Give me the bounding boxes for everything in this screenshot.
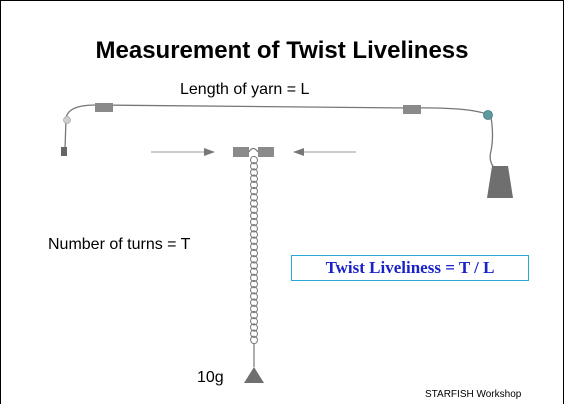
- twist-loop: [250, 236, 258, 245]
- twist-loop: [250, 186, 258, 196]
- twist-loop: [250, 273, 258, 283]
- left-pulley: [63, 116, 71, 124]
- number-of-turns-label: Number of turns = T: [48, 236, 191, 253]
- right-clamp: [403, 105, 421, 114]
- right-pulley: [483, 110, 493, 120]
- twist-loop: [250, 323, 258, 332]
- left-clamp: [95, 103, 113, 112]
- twist-loop: [250, 335, 258, 345]
- center-clamp-right: [258, 147, 274, 157]
- twist-loop: [250, 267, 258, 276]
- left-yarn-end: [64, 118, 67, 150]
- twist-loop: [250, 224, 258, 233]
- twist-loop: [250, 174, 258, 183]
- right-arrow-head: [293, 148, 304, 156]
- twisted-yarn-strand: [250, 155, 258, 345]
- twist-loop: [250, 180, 258, 190]
- ten-gram-weight: [244, 367, 264, 383]
- hanging-weight: [487, 166, 513, 198]
- twist-liveliness-formula: Twist Liveliness = T / L: [291, 255, 529, 281]
- twist-loop: [250, 304, 258, 314]
- twist-loop: [250, 193, 258, 202]
- twist-loop: [250, 310, 258, 320]
- left-arrow-head: [204, 148, 215, 156]
- credit-label: STARFISH Workshop: [425, 389, 522, 400]
- twist-loop: [250, 242, 258, 252]
- twist-loop: [250, 230, 258, 239]
- twist-loop: [250, 292, 258, 301]
- twist-loop: [250, 248, 258, 258]
- twist-loop: [250, 298, 258, 307]
- twist-loop: [250, 205, 258, 214]
- twist-loop: [250, 261, 258, 270]
- twist-loop: [250, 199, 258, 208]
- twist-loop: [250, 317, 258, 326]
- twist-loop: [250, 217, 258, 227]
- diagram-title: Measurement of Twist Liveliness: [95, 37, 469, 64]
- twist-loop: [250, 162, 258, 171]
- twist-loop: [250, 255, 258, 264]
- twist-loop: [250, 155, 258, 165]
- center-clamp-left: [233, 147, 249, 157]
- twist-loop: [250, 329, 258, 338]
- right-yarn-drop: [489, 116, 496, 170]
- left-yarn-weight: [61, 147, 67, 156]
- twist-loop: [250, 211, 258, 221]
- weight-label: 10g: [197, 369, 224, 386]
- twist-loop: [250, 168, 258, 177]
- yarn-loop-top: [248, 147, 259, 153]
- twist-loop: [250, 279, 258, 289]
- length-of-yarn-label: Length of yarn = L: [180, 81, 310, 98]
- twist-loop: [250, 286, 258, 295]
- horizontal-yarn: [65, 104, 490, 120]
